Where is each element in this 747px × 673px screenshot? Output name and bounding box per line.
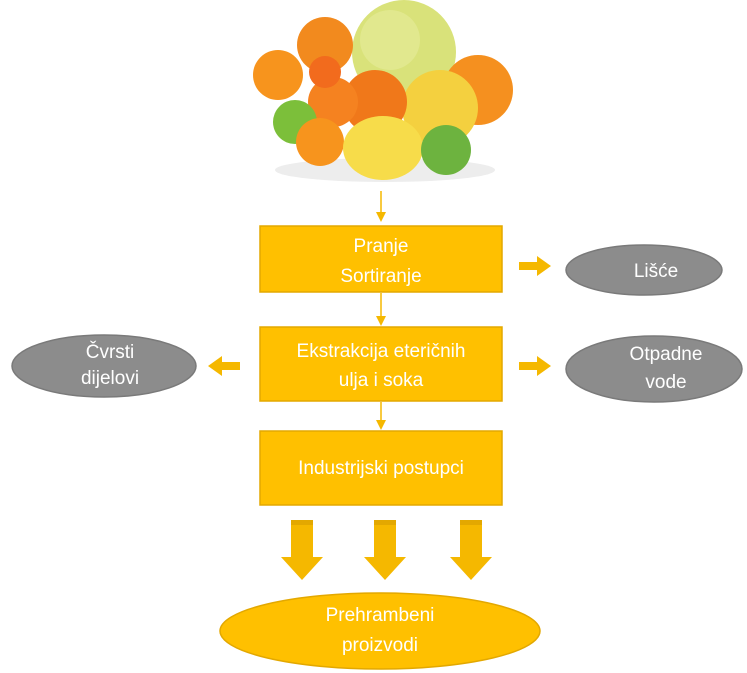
final-product: Prehrambeni proizvodi [219, 592, 541, 670]
step-label-line: Industrijski postupci [298, 458, 464, 479]
byproduct-otpadne-vode: Otpadne vode [565, 335, 743, 403]
step-label-line: Ekstrakcija eteričnih [297, 341, 466, 362]
block-arrow-down-right [450, 520, 492, 580]
citrus-fruits-image [253, 0, 513, 182]
byproduct-label-line: Čvrsti [86, 341, 135, 363]
step-box-ekstrakcija: Ekstrakcija eteričnih ulja i soka [259, 326, 503, 402]
byproduct-cvrsti-dijelovi: Čvrsti dijelovi [11, 334, 197, 398]
byproduct-label-line: dijelovi [81, 368, 139, 389]
byproduct-label-line: Lišće [634, 261, 678, 282]
step-box-industrijski: Industrijski postupci [259, 430, 503, 506]
block-arrow-down-left [281, 520, 323, 580]
right-arrow-lisce [519, 256, 551, 276]
byproduct-label-line: vode [645, 372, 686, 393]
step-label-line: Pranje [354, 236, 409, 257]
final-label-line: proizvodi [342, 635, 418, 656]
right-arrow-otpadne [519, 356, 551, 376]
down-arrow-2 [376, 293, 386, 326]
step-label-line: Sortiranje [340, 266, 421, 287]
step-label-line: ulja i soka [339, 370, 424, 391]
byproduct-label-line: Otpadne [630, 344, 703, 365]
down-arrow-3 [376, 402, 386, 430]
byproduct-lisce: Lišće [565, 244, 723, 296]
block-arrow-down-center [364, 520, 406, 580]
left-arrow-cvrsti [208, 356, 240, 376]
final-label-line: Prehrambeni [326, 605, 435, 626]
down-arrow-1 [376, 191, 386, 222]
step-box-pranje: Pranje Sortiranje [259, 225, 503, 293]
